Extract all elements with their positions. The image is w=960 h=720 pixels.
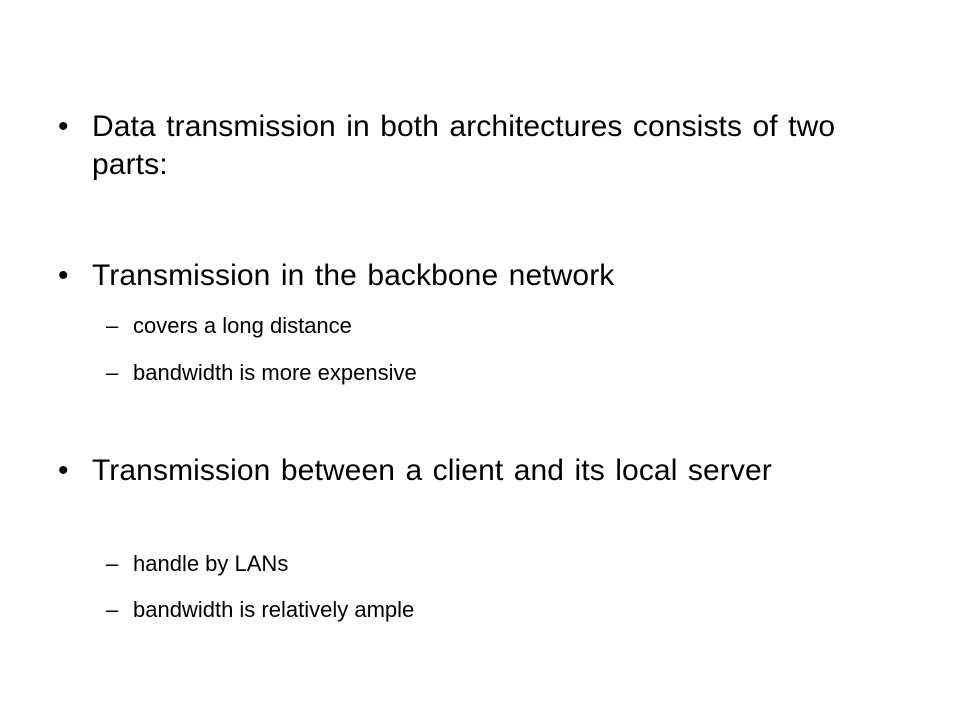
sub-marker: –: [106, 360, 119, 385]
sub-item-2-2: – bandwidth is more expensive: [106, 359, 806, 387]
sub-marker: –: [106, 551, 119, 576]
bullet-item-3: • Transmission between a client and its …: [58, 452, 848, 490]
sub-text: bandwidth is more expensive: [133, 360, 417, 385]
bullet-text: Transmission between a client and its lo…: [92, 454, 772, 487]
sub-text: handle by LANs: [133, 551, 289, 576]
sub-text: covers a long distance: [133, 313, 352, 338]
bullet-marker: •: [58, 454, 69, 487]
bullet-marker: •: [58, 110, 69, 143]
bullet-text: Data transmission in both architectures …: [92, 110, 836, 181]
sub-item-3-1: – handle by LANs: [106, 550, 806, 578]
bullet-text: Transmission in the backbone network: [92, 259, 615, 292]
bullet-item-1: • Data transmission in both architecture…: [58, 108, 848, 184]
bullet-item-2: • Transmission in the backbone network: [58, 257, 848, 295]
sub-item-2-1: – covers a long distance: [106, 312, 806, 340]
sub-marker: –: [106, 313, 119, 338]
bullet-marker: •: [58, 259, 69, 292]
sub-marker: –: [106, 597, 119, 622]
sub-text: bandwidth is relatively ample: [133, 597, 415, 622]
sub-item-3-2: – bandwidth is relatively ample: [106, 596, 806, 624]
